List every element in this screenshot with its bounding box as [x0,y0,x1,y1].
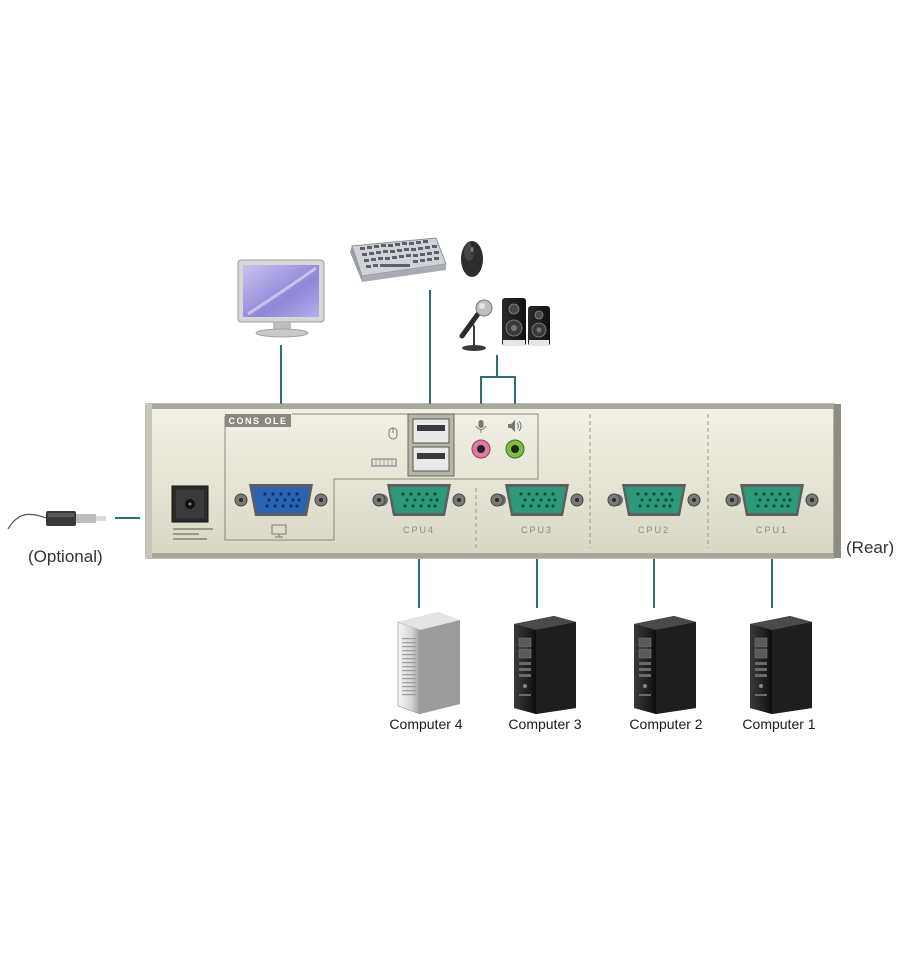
power-jack[interactable] [171,485,213,540]
monitor-icon [237,259,325,338]
computer-4-icon [397,612,460,715]
cpu3-label: CPU3 [521,525,553,535]
console-label: CONS OLE [228,416,287,426]
optional-label: (Optional) [28,547,103,566]
microphone-icon [459,299,493,351]
speakers-icon [502,298,550,346]
computer-3-label: Computer 3 [508,716,581,732]
computer-2-icon [633,615,697,715]
monitor-port-glyph [271,524,287,538]
cpu4-label: CPU4 [403,525,435,535]
power-adapter-icon [7,511,106,530]
computer-3-icon [513,615,577,715]
speaker-jack[interactable] [505,439,525,459]
speaker-port-glyph [508,420,522,432]
microphone-port-glyph [475,420,487,433]
port-separators [475,414,709,548]
usb-ports[interactable] [407,413,455,477]
computer-1-icon [749,615,813,715]
console-vga-port[interactable] [234,484,328,516]
keyboard-icon [350,237,447,282]
computer-2-label: Computer 2 [629,716,702,732]
keyboard-port-glyph [371,458,397,467]
microphone-jack[interactable] [471,439,491,459]
computer-4-label: Computer 4 [389,716,462,732]
mouse-port-glyph [388,427,398,440]
cpu2-label: CPU2 [638,525,670,535]
kvm-rear-panel: CONS OLE [145,403,841,559]
rear-label: (Rear) [846,538,894,557]
computer-1-label: Computer 1 [742,716,815,732]
mouse-icon [461,241,483,277]
console-tab [225,414,291,427]
cpu1-label: CPU1 [756,525,788,535]
